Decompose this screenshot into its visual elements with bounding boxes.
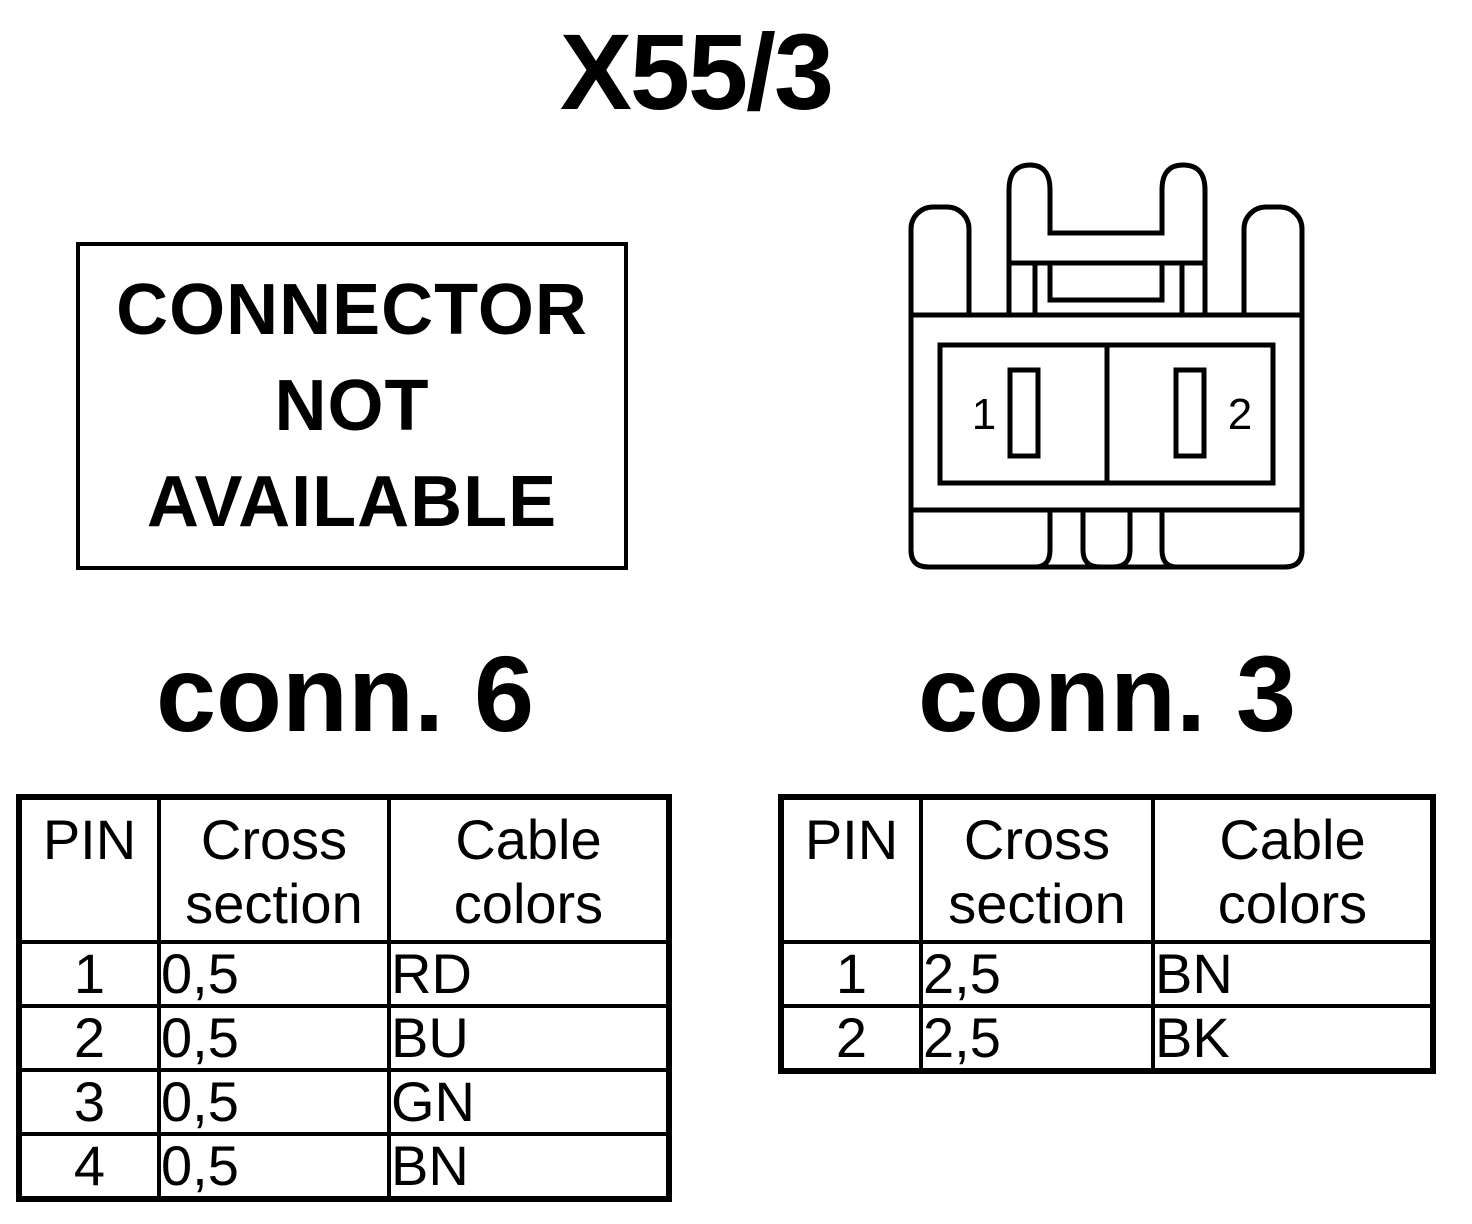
conn-3-pin-table: PIN Cross section Cable colors 1 2,5 BN …: [778, 794, 1436, 1074]
pin-cell: 2: [17, 1004, 161, 1072]
pin-cell: 1: [779, 940, 923, 1008]
not-available-line-2: NOT: [274, 366, 430, 446]
cable-color-cell: BU: [387, 1004, 671, 1072]
cross-section-header: Cross section: [157, 795, 391, 944]
pin-header: PIN: [779, 795, 923, 944]
connector-bottom-right-tab: [1159, 510, 1305, 570]
cross-section-cell: 2,5: [919, 1004, 1155, 1073]
pin-header: PIN: [17, 795, 161, 944]
connector-latch: [1006, 162, 1208, 328]
table-header-row: PIN Cross section Cable colors: [17, 795, 671, 944]
conn-3-label: conn. 3: [917, 633, 1297, 754]
cross-section-cell: 0,5: [157, 1004, 391, 1072]
cross-section-cell: 0,5: [157, 1132, 391, 1201]
cable-color-cell: RD: [387, 940, 671, 1008]
cable-color-cell: GN: [387, 1068, 671, 1136]
cross-section-header: Cross section: [919, 795, 1155, 944]
table-row: 4 0,5 BN: [17, 1132, 671, 1201]
pin-cell: 3: [17, 1068, 161, 1136]
cable-colors-header: Cable colors: [387, 795, 671, 944]
connector-drawing: 1 2: [908, 162, 1305, 570]
not-available-line-3: AVAILABLE: [146, 462, 558, 542]
table-row: 2 0,5 BU: [17, 1004, 671, 1072]
pin-slot-1: [1007, 367, 1041, 459]
pin-number-2: 2: [1228, 390, 1252, 439]
pin-cell: 2: [779, 1004, 923, 1073]
conn-6-label: conn. 6: [155, 633, 535, 754]
pin-slot-2: [1173, 367, 1207, 459]
table-row: 1 2,5 BN: [779, 940, 1435, 1008]
table-row: 3 0,5 GN: [17, 1068, 671, 1136]
cross-section-cell: 2,5: [919, 940, 1155, 1008]
cable-color-cell: BK: [1151, 1004, 1435, 1073]
pin-cell: 4: [17, 1132, 161, 1201]
cable-colors-header: Cable colors: [1151, 795, 1435, 944]
cable-color-cell: BN: [387, 1132, 671, 1201]
table-row: 1 0,5 RD: [17, 940, 671, 1008]
connector-not-available-box: CONNECTOR NOT AVAILABLE: [76, 242, 628, 570]
connector-bottom-center-key: [1080, 510, 1133, 570]
table-row: 2 2,5 BK: [779, 1004, 1435, 1073]
pin-cell: 1: [17, 940, 161, 1008]
cable-color-cell: BN: [1151, 940, 1435, 1008]
not-available-line-1: CONNECTOR: [116, 270, 588, 350]
pin-number-1: 1: [972, 390, 996, 439]
diagram-title: X55/3: [559, 11, 834, 132]
connector-bottom-left-tab: [908, 510, 1053, 570]
cross-section-cell: 0,5: [157, 940, 391, 1008]
table-header-row: PIN Cross section Cable colors: [779, 795, 1435, 944]
cross-section-cell: 0,5: [157, 1068, 391, 1136]
conn-6-pin-table: PIN Cross section Cable colors 1 0,5 RD …: [16, 794, 672, 1202]
